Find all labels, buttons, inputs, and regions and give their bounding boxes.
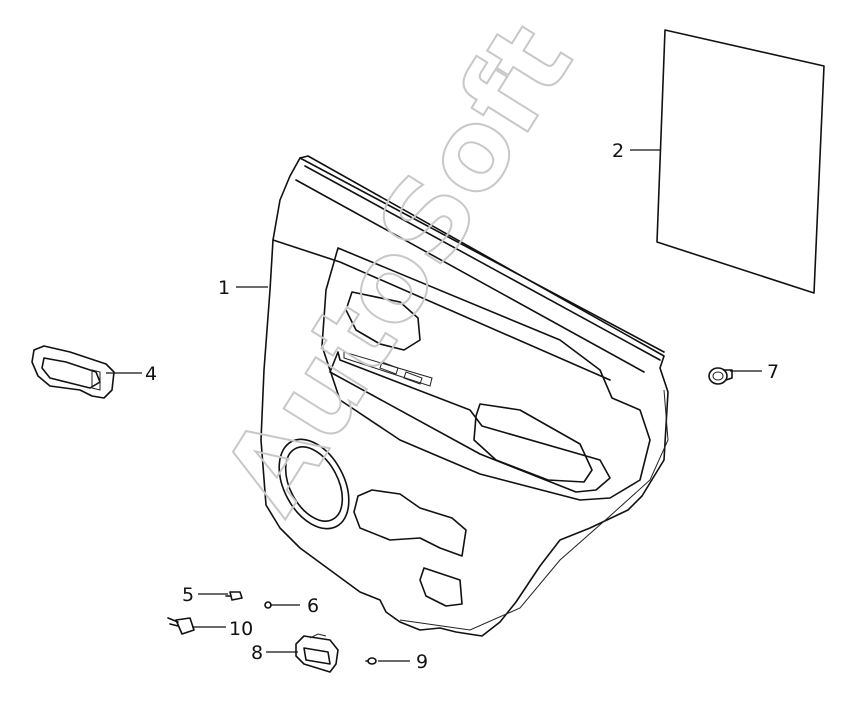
callout-4: 4: [145, 363, 157, 385]
callout-8: 8: [251, 642, 263, 664]
part-10-connector: [167, 617, 195, 635]
part-1-door-panel: [260, 155, 669, 637]
part-5-screw: [225, 591, 243, 601]
part-4-inner-handle: [31, 345, 115, 399]
callout-9: 9: [416, 651, 428, 673]
callout-1: 1: [218, 277, 230, 299]
part-2-sheet: [656, 29, 825, 294]
callout-10: 10: [229, 618, 253, 640]
callout-6: 6: [307, 595, 319, 617]
part-9-screw: [365, 657, 377, 665]
callout-2: 2: [612, 140, 624, 162]
callout-5: 5: [182, 584, 194, 606]
part-8-bezel: [295, 633, 339, 673]
callout-7: 7: [767, 361, 779, 383]
leader-lines: [106, 149, 762, 662]
callout-labels: 1 2 4 5 6 7 8 9 10: [145, 140, 779, 673]
part-7-clip: [708, 367, 733, 385]
